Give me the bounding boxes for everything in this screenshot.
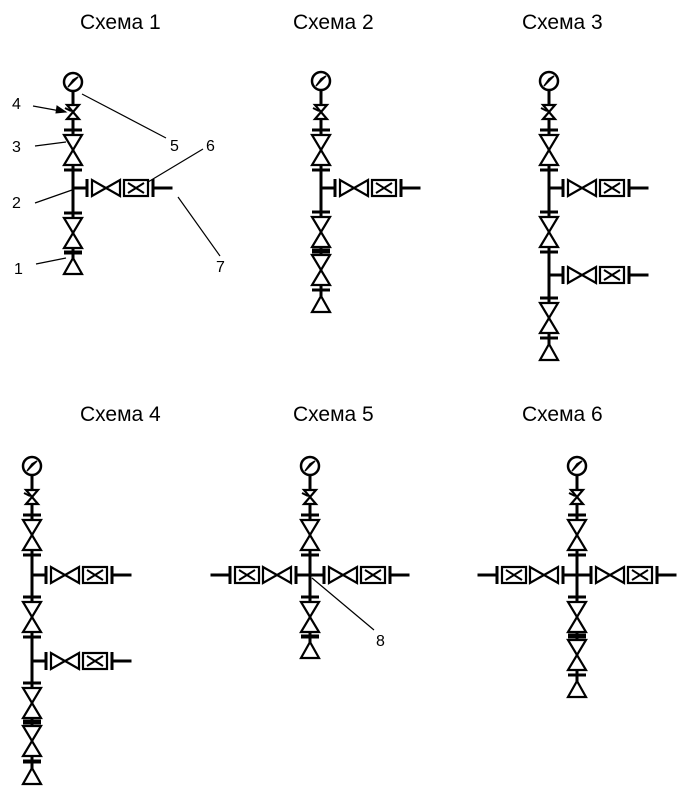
scheme-5-title: Схема 5 [293, 403, 374, 426]
scheme-1: 4 3 2 1 5 6 7 [12, 71, 225, 278]
callout-3: 3 [12, 139, 21, 156]
needle-valve-icon [300, 488, 318, 506]
scheme-2 [310, 70, 421, 314]
leader-line [147, 148, 204, 183]
leader-line [35, 257, 67, 265]
scheme-4 [21, 455, 132, 786]
needle-valve-icon [63, 103, 81, 121]
shutoff-valve-icon [310, 128, 332, 172]
pressure-gauge-icon [566, 455, 588, 477]
shutoff-valve-icon [310, 248, 332, 292]
scheme-6 [479, 455, 677, 699]
shutoff-valve-icon [21, 595, 43, 639]
branch-line-icon [547, 177, 649, 199]
needle-valve-icon [539, 103, 557, 121]
callout-1: 1 [14, 261, 23, 278]
shutoff-valve-icon [538, 128, 560, 172]
shutoff-valve-icon [62, 211, 84, 255]
branch-line-icon [547, 264, 649, 286]
shutoff-valve-icon [566, 633, 588, 677]
shutoff-valve-icon [299, 513, 321, 557]
branch-line-right-icon [308, 564, 410, 586]
shutoff-valve-icon [299, 595, 321, 639]
branch-line-icon [71, 177, 173, 199]
callout-2: 2 [12, 195, 21, 212]
scheme-5: 8 [212, 455, 410, 660]
scheme-3-title: Схема 3 [522, 11, 603, 34]
callout-6: 6 [206, 138, 215, 155]
branch-line-icon [319, 177, 421, 199]
scheme-3 [538, 70, 649, 362]
branch-line-left-icon [212, 566, 310, 584]
shutoff-valve-icon [566, 513, 588, 557]
shutoff-valve-icon [21, 681, 43, 725]
shutoff-valve-icon [310, 210, 332, 254]
scheme-2-title: Схема 2 [293, 11, 374, 34]
branch-line-left-icon [479, 566, 577, 584]
arrowhead-icon [55, 105, 68, 114]
needle-valve-icon [567, 488, 585, 506]
shutoff-valve-icon [62, 128, 84, 172]
scheme-6-title: Схема 6 [522, 403, 603, 426]
scheme-1-title: Схема 1 [80, 11, 161, 34]
needle-valve-icon [22, 488, 40, 506]
leader-line [177, 196, 221, 257]
shutoff-valve-icon [538, 296, 560, 340]
callout-5: 5 [170, 138, 179, 155]
branch-line-right-icon [575, 564, 677, 586]
pressure-gauge-icon [310, 70, 332, 92]
callout-7: 7 [216, 259, 225, 276]
pressure-gauge-icon [62, 71, 84, 93]
shutoff-valve-icon [21, 513, 43, 557]
pressure-gauge-icon [538, 70, 560, 92]
leader-line [34, 189, 73, 204]
needle-valve-icon [311, 103, 329, 121]
scheme-4-title: Схема 4 [80, 403, 161, 426]
shutoff-valve-icon [21, 719, 43, 763]
shutoff-valve-icon [538, 210, 560, 254]
callout-4: 4 [12, 96, 21, 113]
branch-line-icon [30, 564, 132, 586]
leader-line [81, 93, 167, 139]
callout-8: 8 [376, 633, 385, 650]
pressure-gauge-icon [299, 455, 321, 477]
leader-line [34, 141, 67, 147]
shutoff-valve-icon [566, 595, 588, 639]
leader-line [311, 577, 375, 631]
branch-line-icon [30, 650, 132, 672]
pressure-gauge-icon [21, 455, 43, 477]
